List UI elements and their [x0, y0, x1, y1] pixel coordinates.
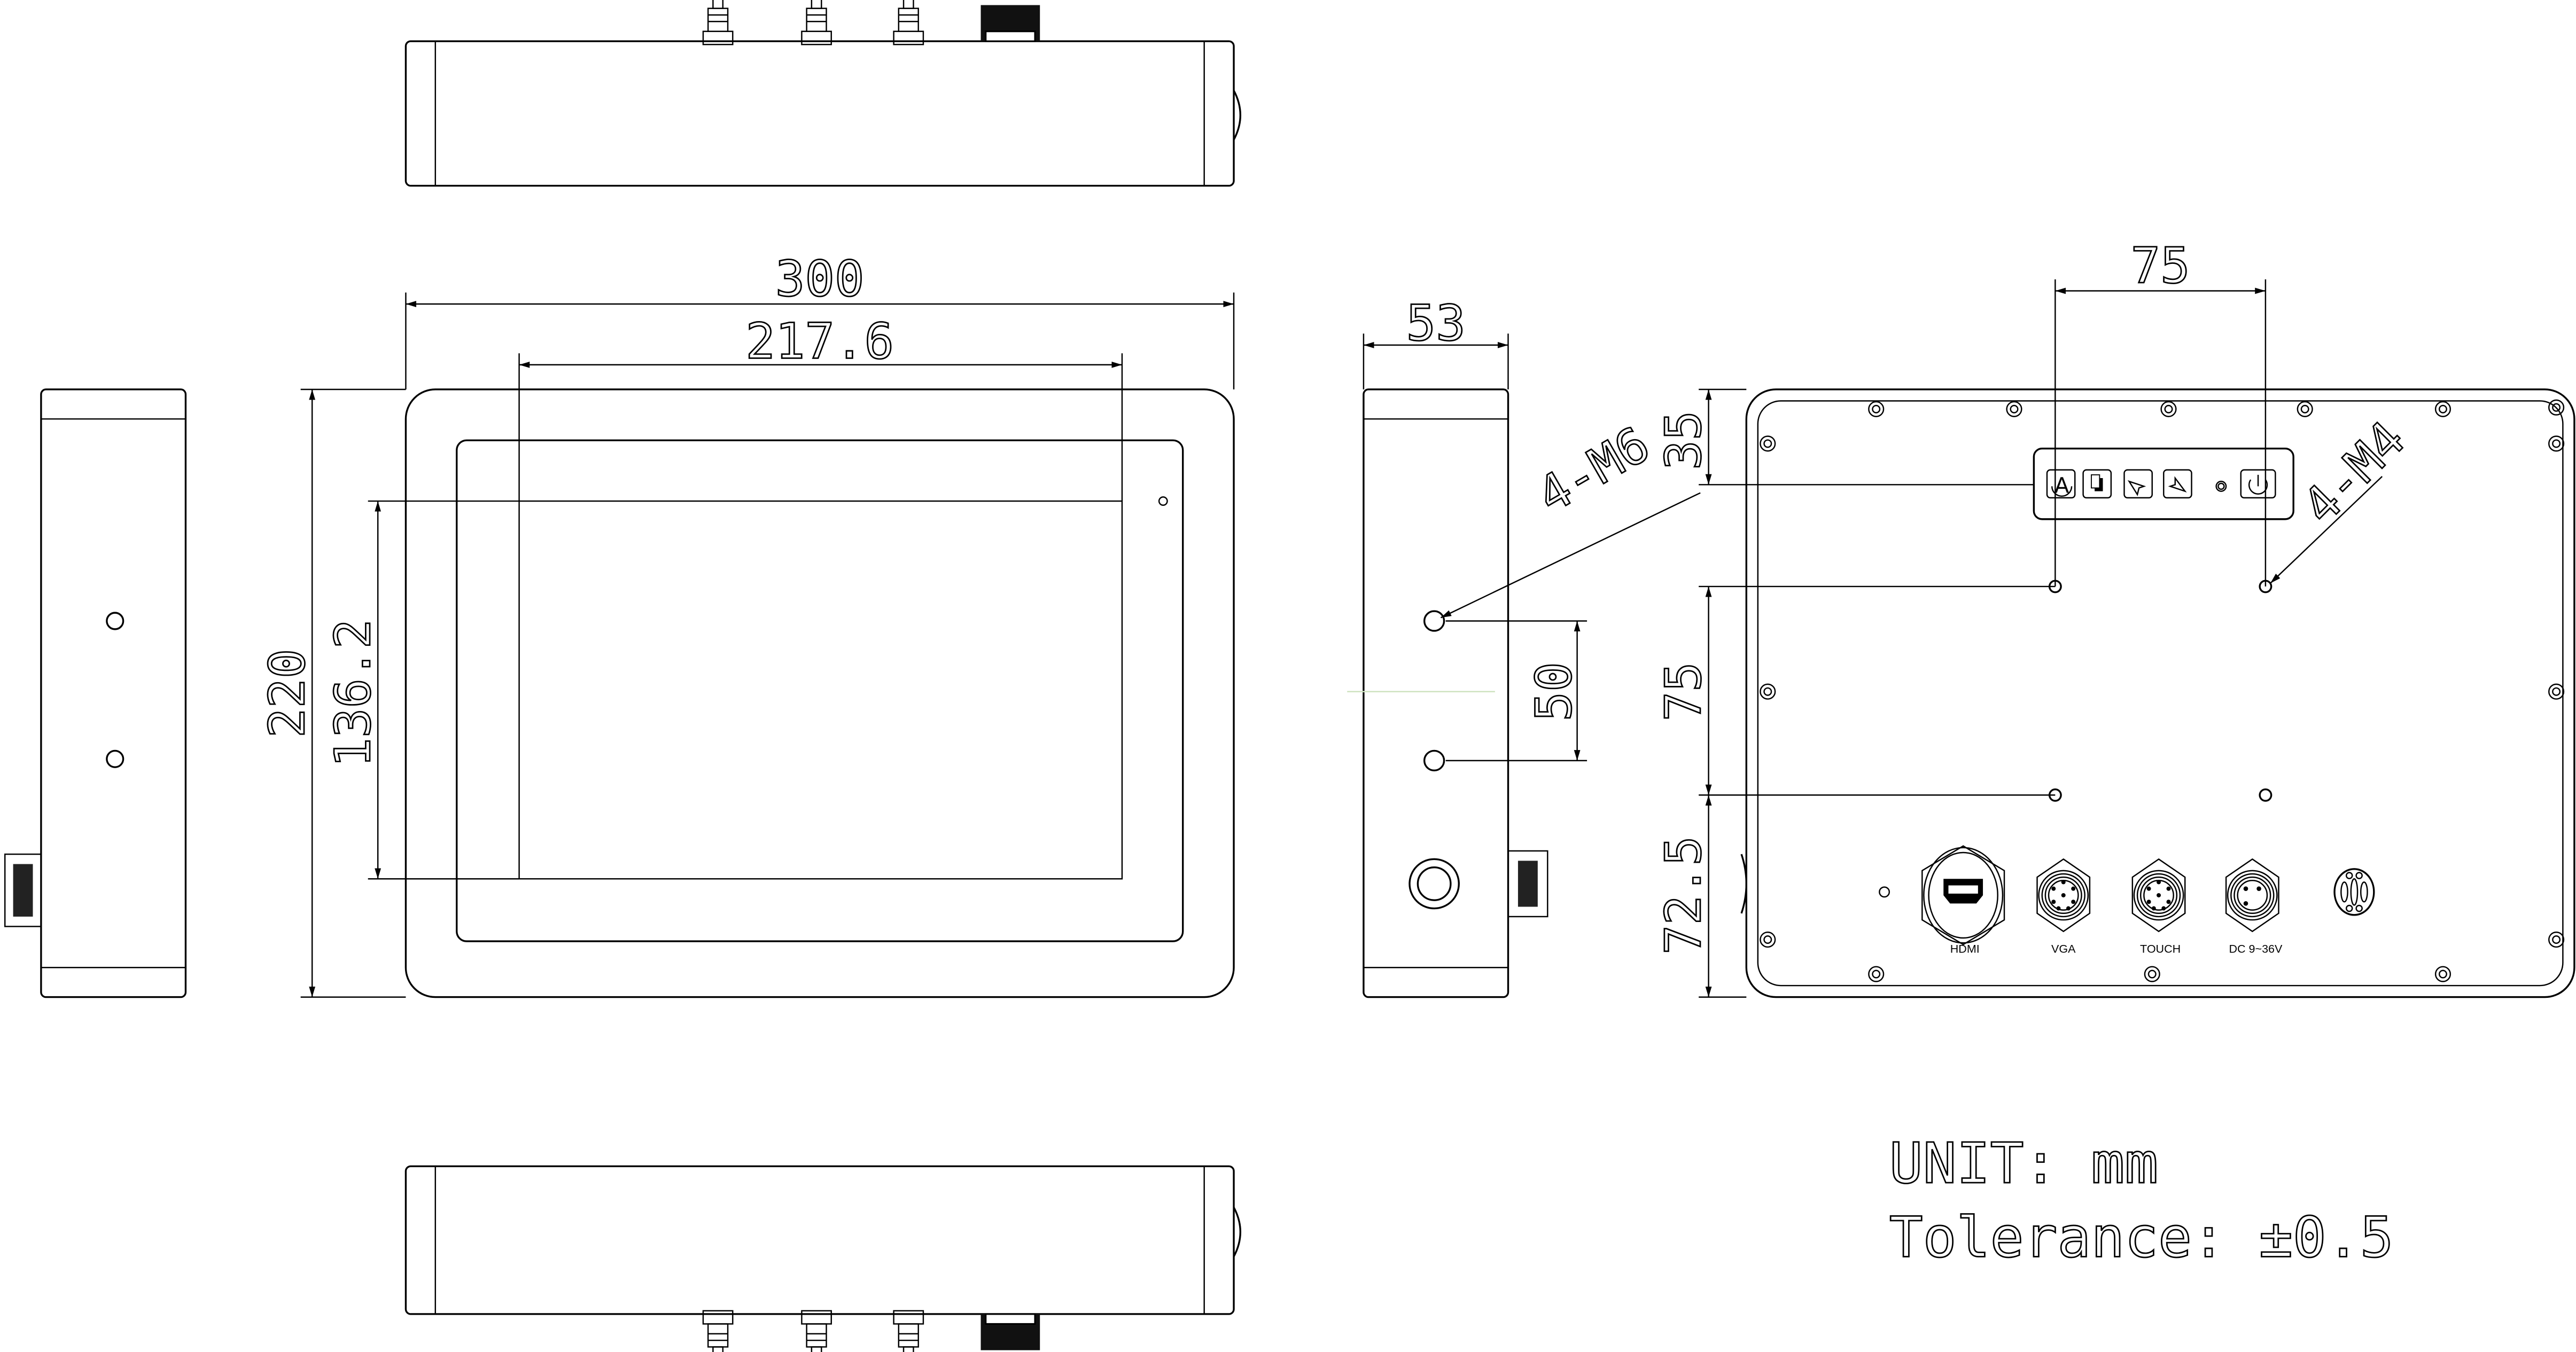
front-view — [404, 388, 1235, 998]
io-connectors: HDMI VGA TOUCH DC 9~36V — [1879, 845, 2375, 956]
left-side-view — [4, 388, 187, 998]
dim-217-6: 217.6 — [745, 312, 894, 370]
thread-label-m4: 4-M4 — [2291, 410, 2416, 535]
dim-75-vertical: 75 — [1654, 662, 1712, 721]
dimension-bottom-offset: 72.5 — [1654, 795, 1747, 998]
power-icon[interactable] — [2240, 469, 2276, 499]
vent-grille-icon — [2333, 868, 2375, 916]
connector-label-touch: TOUCH — [2140, 943, 2181, 956]
connector-label-hdmi: HDMI — [1950, 943, 1980, 956]
dimension-overall-height: 220 — [257, 388, 406, 998]
dimension-overall-width: 300 — [405, 249, 1235, 389]
unit-note: UNIT: mm — [1889, 1131, 2158, 1196]
top-view — [404, 0, 1241, 187]
dimension-screen-height: 136.2 — [323, 500, 519, 880]
dim-220: 220 — [258, 649, 316, 738]
bottom-view — [404, 1165, 1241, 1352]
dim-72-5: 72.5 — [1654, 836, 1712, 955]
right-arrow-icon[interactable] — [2163, 469, 2192, 499]
dimension-depth: 53 — [1363, 293, 1509, 389]
tolerance-note: Tolerance: ±0.5 — [1889, 1205, 2394, 1270]
dimension-vesa-vertical: 75 — [1654, 585, 2056, 796]
hole-icon — [1879, 886, 1890, 898]
vga-connector-icon[interactable] — [2036, 858, 2091, 932]
dim-75-horizontal: 75 — [2131, 237, 2190, 294]
dimension-top-offset: 35 — [1654, 388, 2034, 486]
menu-pages-icon[interactable] — [2082, 469, 2112, 499]
dimension-vesa-horizontal: 75 — [2054, 236, 2267, 587]
hdmi-port-icon[interactable] — [1921, 845, 2005, 945]
control-panel: A — [2033, 447, 2294, 520]
auto-adjust-icon[interactable]: A — [2046, 469, 2076, 499]
left-arrow-icon[interactable] — [2123, 469, 2153, 499]
dc-power-connector-icon[interactable] — [2225, 858, 2279, 932]
rear-view — [1740, 388, 2575, 998]
connector-label-dc: DC 9~36V — [2229, 943, 2283, 956]
dimension-screen-width: 217.6 — [518, 311, 1123, 502]
dim-300: 300 — [775, 250, 865, 308]
right-side-view — [1347, 388, 1548, 998]
led-indicator-icon — [2215, 480, 2227, 492]
connector-label-vga: VGA — [2051, 943, 2076, 956]
dim-136-2: 136.2 — [324, 619, 382, 768]
dim-35: 35 — [1654, 411, 1712, 470]
screw-icon — [1760, 399, 2565, 982]
dimension-side-hole-spacing: 50 — [1445, 620, 1587, 762]
thread-label-m6: 4-M6 — [1528, 415, 1659, 525]
touch-connector-icon[interactable] — [2131, 858, 2186, 932]
callout-4-m4: 4-M4 — [2270, 410, 2417, 584]
dim-50: 50 — [1524, 662, 1582, 721]
dim-53: 53 — [1406, 294, 1466, 352]
